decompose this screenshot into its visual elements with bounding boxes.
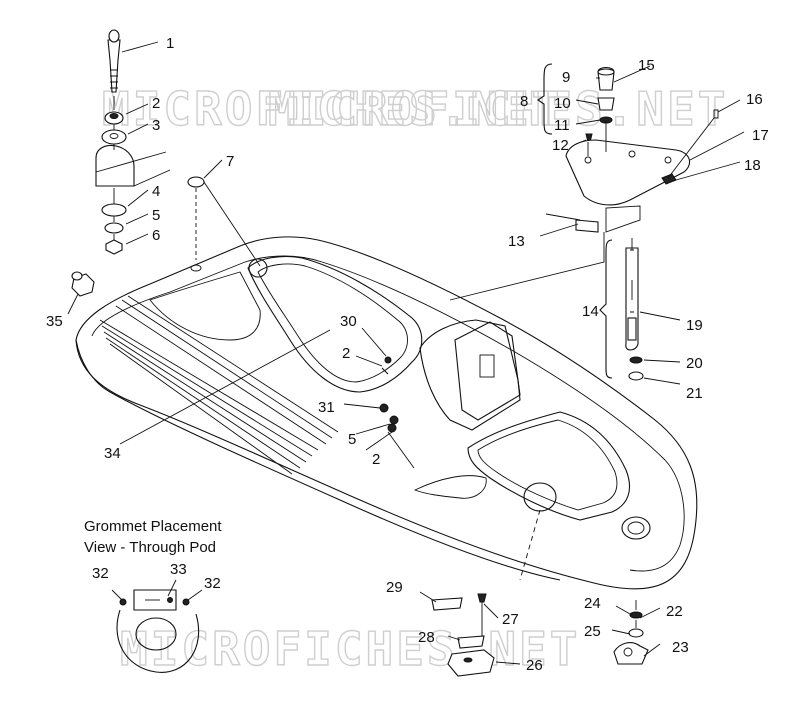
seat-pad-inner <box>257 263 408 383</box>
spacer-10 <box>597 97 615 111</box>
callout-2-lower: 2 <box>372 451 380 468</box>
washer-4 <box>101 203 127 217</box>
steering-pod <box>419 319 521 431</box>
callout-30: 30 <box>340 313 357 330</box>
callout-34: 34 <box>104 445 121 462</box>
callout-27: 27 <box>502 611 519 628</box>
callout-13: 13 <box>508 233 525 250</box>
deck-rim <box>91 255 685 572</box>
callout-5-center: 5 <box>348 431 356 448</box>
callout-32-right: 32 <box>204 575 221 592</box>
screw-30 <box>381 367 389 375</box>
callout-31: 31 <box>318 399 335 416</box>
grommet-31b <box>389 415 399 425</box>
bow-grommet <box>523 482 557 512</box>
hull-chine <box>75 339 561 581</box>
callout-19: 19 <box>686 317 703 334</box>
bow-eye-inner <box>627 521 645 535</box>
grommet-inset <box>116 589 200 673</box>
watermark-bottom: MICROFICHES.NET <box>120 622 580 676</box>
washer-3 <box>101 129 127 145</box>
plug-28 <box>457 635 485 649</box>
deck-hole <box>190 264 202 272</box>
callout-35: 35 <box>46 313 63 330</box>
callout-32-left: 32 <box>92 565 109 582</box>
nut-6 <box>105 239 123 255</box>
bow-hatch <box>467 411 630 521</box>
seat-pad <box>247 255 423 393</box>
eye-23 <box>613 642 649 665</box>
tread-stripes <box>99 295 339 475</box>
callout-25: 25 <box>584 623 601 640</box>
callout-8: 8 <box>520 93 528 110</box>
pod-front <box>454 321 521 421</box>
callout-15: 15 <box>638 57 655 74</box>
callout-23: 23 <box>672 639 689 656</box>
callout-28: 28 <box>418 629 435 646</box>
callout-26: 26 <box>526 657 543 674</box>
cable-assembly <box>599 238 644 381</box>
callout-21: 21 <box>686 385 703 402</box>
bow-eye <box>621 516 651 540</box>
screw-16 <box>713 109 719 119</box>
screw-27 <box>477 593 487 603</box>
callout-7: 7 <box>226 153 234 170</box>
plate-17 <box>565 139 691 206</box>
mount-bracket <box>95 144 135 187</box>
grommet-caption-line1: Grommet Placement <box>84 518 222 535</box>
drain-26 <box>447 649 495 677</box>
callout-10: 10 <box>554 95 571 112</box>
nut-20 <box>629 356 643 364</box>
callout-2-center: 2 <box>342 345 350 362</box>
watermark-top: MICROFICHES.NET <box>102 82 562 136</box>
callout-9: 9 <box>562 69 570 86</box>
callout-12: 12 <box>552 137 569 154</box>
hull-assembly <box>75 236 698 590</box>
washer-5 <box>104 222 124 234</box>
callout-24: 24 <box>584 595 601 612</box>
stud-1 <box>107 39 121 93</box>
grommet-7 <box>187 176 205 188</box>
pad-13 <box>575 219 599 233</box>
pod-window <box>479 354 495 378</box>
footwell-left <box>149 271 261 341</box>
grommet-31c <box>387 423 397 433</box>
leader-lines <box>67 41 745 665</box>
seat-latch <box>248 258 268 278</box>
callout-3: 3 <box>152 117 160 134</box>
decal-29 <box>431 597 463 611</box>
grommet-31a <box>379 403 389 413</box>
bow-hatch-inner <box>477 419 618 511</box>
watermark-top-right: MICROFICHES.NET <box>268 82 728 136</box>
callout-20: 20 <box>686 355 703 372</box>
callout-labels: 1 2 3 4 5 6 7 8 9 10 11 12 13 14 15 16 1… <box>46 35 769 674</box>
callout-17: 17 <box>752 127 769 144</box>
fitting-35 <box>71 271 95 297</box>
grommet-caption-line2: View - Through Pod <box>84 539 216 556</box>
hull-outline <box>75 236 698 590</box>
callout-18: 18 <box>744 157 761 174</box>
lower-parts <box>431 593 649 677</box>
side-swoosh <box>413 475 487 499</box>
washer-21 <box>628 371 644 381</box>
callout-5: 5 <box>152 207 160 224</box>
mount-plate-assembly <box>449 63 719 301</box>
washer-25 <box>628 628 644 638</box>
callout-11: 11 <box>554 117 570 134</box>
callout-29: 29 <box>386 579 403 596</box>
callout-4: 4 <box>152 183 160 200</box>
callout-16: 16 <box>746 91 763 108</box>
screw-30-head <box>384 356 392 364</box>
bolt-stack-left <box>95 29 205 260</box>
callout-14: 14 <box>582 303 599 320</box>
callout-33: 33 <box>170 561 187 578</box>
callout-22: 22 <box>666 603 683 620</box>
nut-24 <box>629 611 643 619</box>
callout-2: 2 <box>152 95 160 112</box>
callout-1: 1 <box>166 35 174 52</box>
callout-6: 6 <box>152 227 160 244</box>
